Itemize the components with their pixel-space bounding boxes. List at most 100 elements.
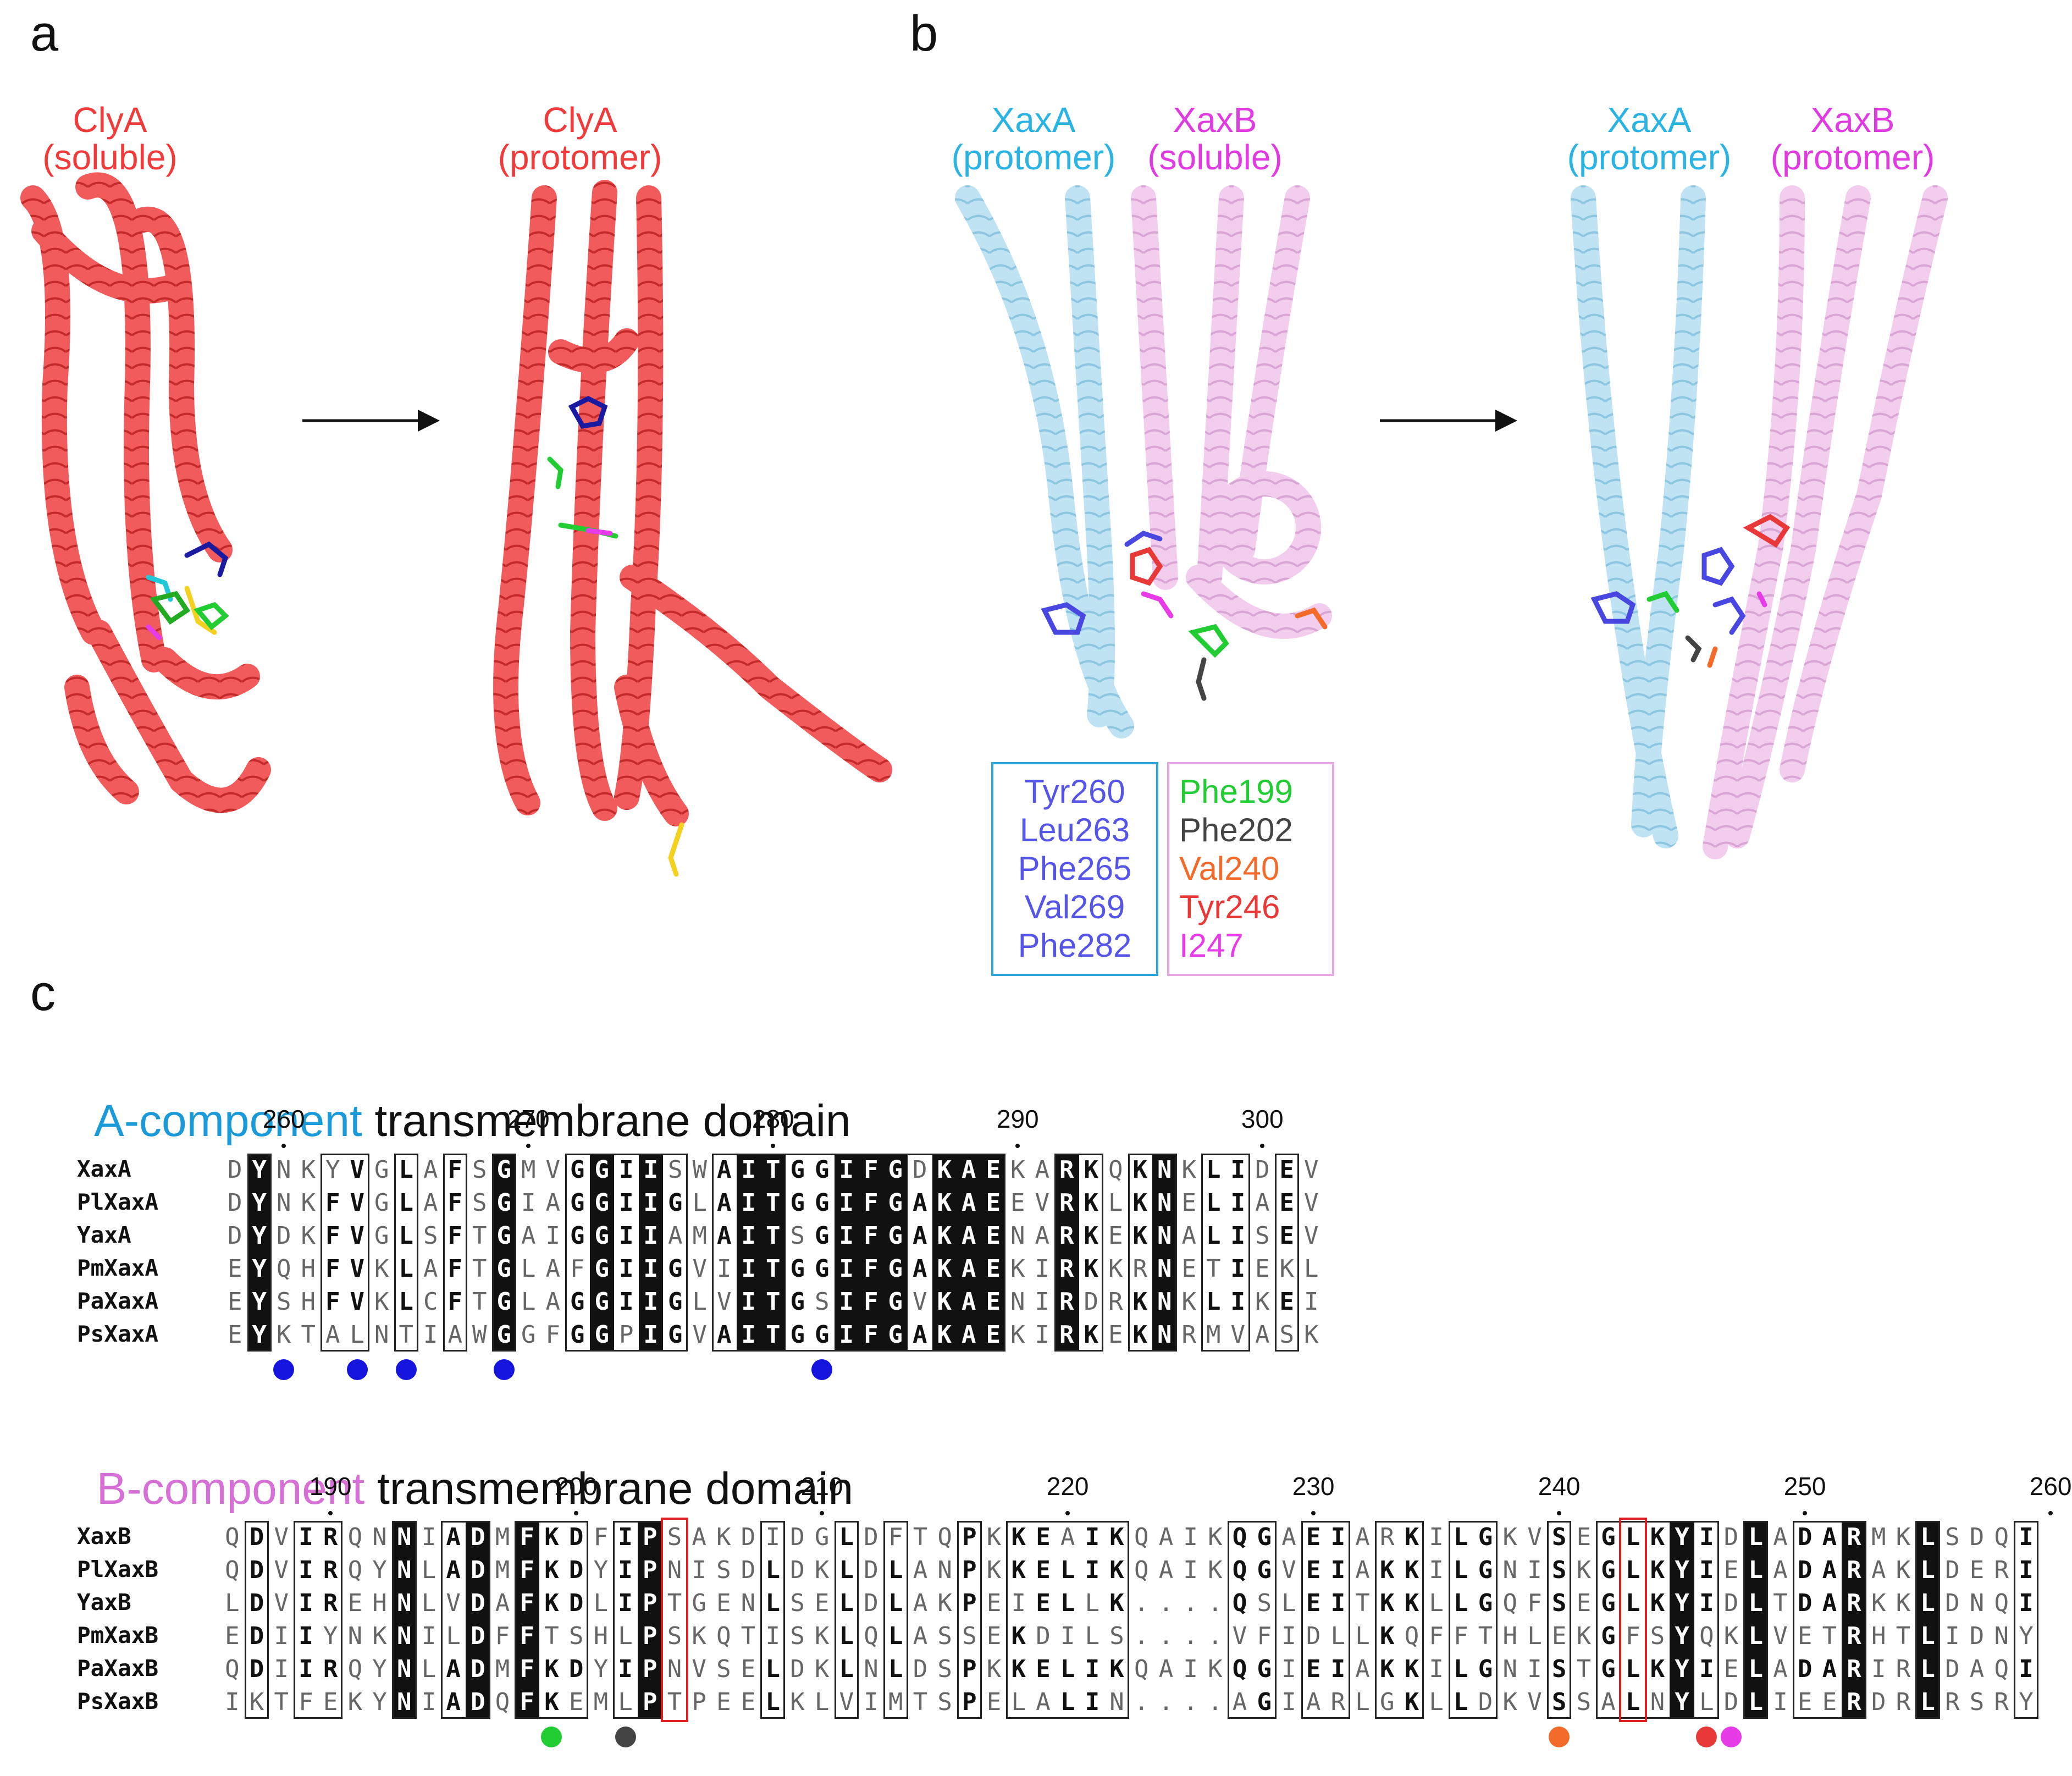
residue-cell: G: [668, 1189, 683, 1217]
residue-cell: F: [515, 1620, 540, 1653]
residue-number: 210: [800, 1472, 843, 1501]
residue-cell: I: [692, 1556, 706, 1584]
residue-cell: D: [466, 1554, 490, 1587]
residue-cell: D: [1255, 1156, 1270, 1184]
residue-cell: E: [1181, 1189, 1197, 1217]
residue-cell: G: [491, 1319, 516, 1352]
residue-cell: R: [323, 1655, 338, 1683]
residue-cell: T: [399, 1321, 414, 1349]
residue-cell: D: [790, 1556, 805, 1584]
residue-cell: F: [570, 1255, 585, 1283]
residue-cell: I: [225, 1688, 240, 1716]
residue-cell: L: [839, 1523, 854, 1551]
residue-cell: E: [228, 1255, 242, 1283]
residue-cell: I: [736, 1187, 761, 1220]
residue-cell: I: [1230, 1255, 1246, 1283]
conserved-block: [1301, 1521, 1351, 1719]
residue-cell: A: [1306, 1688, 1321, 1716]
residue-number: 190: [309, 1472, 352, 1501]
residue-cell: R: [1842, 1587, 1866, 1620]
residue-cell: E: [981, 1253, 1005, 1286]
structure-illustrations: [20, 172, 1948, 976]
residue-cell: L: [1454, 1523, 1468, 1551]
residue-cell: K: [301, 1222, 316, 1250]
residue-cell: G: [570, 1288, 585, 1316]
residue-cell: S: [667, 1523, 682, 1551]
residue-cell: N: [347, 1622, 363, 1650]
residue-cell: R: [1842, 1554, 1866, 1587]
residue-cell: K: [1650, 1556, 1665, 1584]
residue-cell: V: [1035, 1189, 1050, 1217]
residue-cell: A: [1036, 1688, 1051, 1716]
residue-cell: H: [593, 1622, 609, 1650]
residue-cell: R: [1994, 1688, 2009, 1716]
residue-cell: K: [932, 1220, 957, 1253]
residue-cell: L: [839, 1622, 854, 1650]
residue-cell: K: [1011, 1655, 1026, 1683]
conserved-block: [515, 1521, 589, 1719]
residue-cell: V: [350, 1222, 365, 1250]
conserved-block: [834, 1521, 859, 1719]
residue-cell: L: [225, 1589, 240, 1617]
residue-cell: S: [962, 1622, 977, 1650]
residue-cell: F: [859, 1220, 883, 1253]
residue-cell: I: [1429, 1655, 1444, 1683]
residue-cell: L: [421, 1655, 436, 1683]
residue-cell: E: [1279, 1222, 1295, 1250]
residue-cell: K: [1576, 1556, 1592, 1584]
conserved-block: [957, 1521, 982, 1719]
residue-cell: L: [1108, 1189, 1123, 1217]
residue-cell: T: [472, 1222, 487, 1250]
residue-cell: I: [834, 1286, 859, 1319]
residue-cell: G: [589, 1319, 614, 1352]
residue-cell: L: [1454, 1655, 1468, 1683]
residue-cell: K: [1181, 1288, 1197, 1316]
residue-cell: A: [913, 1589, 928, 1617]
residue-cell: K: [1132, 1156, 1148, 1184]
residue-cell: A: [957, 1286, 981, 1319]
xaxb-soluble-title: XaxB (soluble): [1147, 100, 1283, 177]
residue-cell: F: [325, 1255, 340, 1283]
residue-cell: I: [1527, 1556, 1542, 1584]
residue-cell: I: [1183, 1556, 1198, 1584]
residue-marker: [395, 1359, 417, 1380]
residue-cell: V: [839, 1688, 854, 1716]
residue-cell: S: [1255, 1222, 1270, 1250]
residue-cell: N: [1010, 1222, 1025, 1250]
residue-cell: T: [667, 1688, 682, 1716]
conserved-block: [321, 1154, 369, 1352]
residue-cell: K: [790, 1688, 805, 1716]
residue-cell: F: [515, 1686, 540, 1719]
residue-cell: I: [618, 1655, 633, 1683]
residue-cell: D: [1969, 1523, 1985, 1551]
residue-cell: I: [545, 1222, 561, 1250]
residue-cell: V: [1232, 1622, 1247, 1650]
residue-cell: Y: [1670, 1554, 1694, 1587]
legend-item-leu263: Leu263: [1019, 812, 1130, 848]
residue-cell: K: [1011, 1523, 1026, 1551]
xax-protomer-structure: [1571, 185, 1948, 859]
residue-cell: K: [1084, 1189, 1099, 1217]
residue-cell: V: [1773, 1622, 1788, 1650]
residue-cell: V: [274, 1556, 289, 1584]
residue-cell: D: [864, 1556, 878, 1584]
residue-marker: [615, 1727, 636, 1747]
residue-cell: I: [423, 1321, 438, 1349]
residue-cell: I: [618, 1556, 633, 1584]
legend-box-xaxb: [1167, 762, 1334, 976]
residue-cell: D: [249, 1556, 264, 1584]
panel-label-a: a: [30, 5, 59, 62]
residue-cell: N: [391, 1587, 417, 1620]
residue-cell: S: [423, 1222, 438, 1250]
xax-soluble-sidechains: [1041, 531, 1328, 701]
residue-cell: A: [1773, 1523, 1788, 1551]
residue-cell: G: [883, 1187, 908, 1220]
residue-cell: K: [1084, 1321, 1099, 1349]
residue-cell: I: [736, 1220, 761, 1253]
residue-cell: I: [1011, 1589, 1026, 1617]
residue-cell: M: [692, 1222, 708, 1250]
legend-item-tyr246: Tyr246: [1179, 889, 1280, 925]
residue-cell: M: [1206, 1321, 1221, 1349]
residue-cell: K: [1404, 1688, 1419, 1716]
residue-cell: K: [1576, 1622, 1592, 1650]
